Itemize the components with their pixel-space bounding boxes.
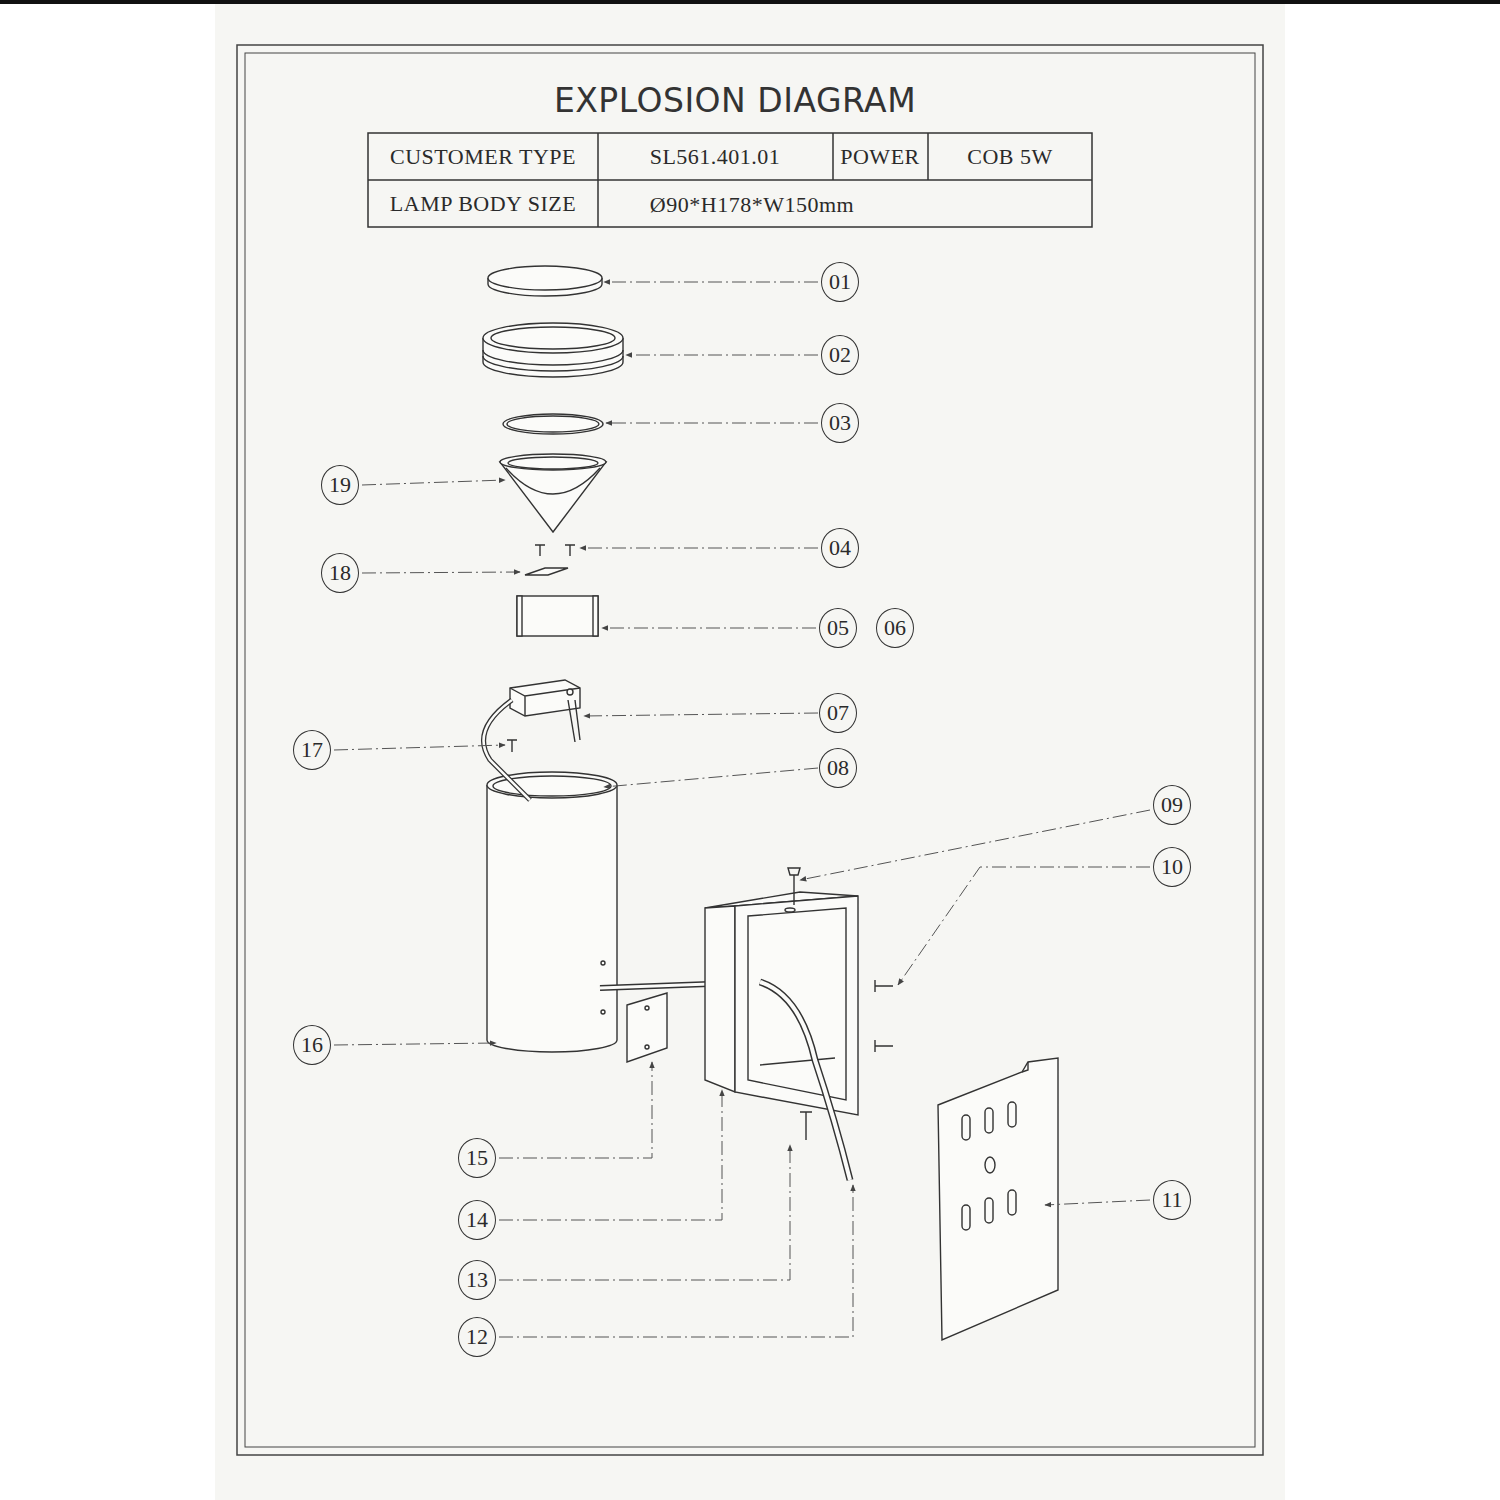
table-cell: POWER: [840, 144, 920, 170]
callout-number: 12: [458, 1317, 496, 1357]
callout-number: 05: [819, 608, 857, 648]
callout-number: 11: [1153, 1180, 1191, 1220]
callout-number: 09: [1153, 785, 1191, 825]
callout-number: 03: [821, 403, 859, 443]
callout-number: 10: [1153, 847, 1191, 887]
callout-number: 01: [821, 262, 859, 302]
callout-number: 13: [458, 1260, 496, 1300]
callout-number: 18: [321, 553, 359, 593]
table-cell: Ø90*H178*W150mm: [650, 192, 854, 218]
callout-number: 17: [293, 730, 331, 770]
callout-number: 07: [819, 693, 857, 733]
diagram-title: EXPLOSION DIAGRAM: [554, 81, 916, 120]
table-cell: COB 5W: [967, 144, 1053, 170]
table-cell: CUSTOMER TYPE: [390, 144, 576, 170]
callout-number: 19: [321, 465, 359, 505]
callout-number: 02: [821, 335, 859, 375]
callout-number: 14: [458, 1200, 496, 1240]
table-cell: SL561.401.01: [650, 144, 781, 170]
callout-number: 08: [819, 748, 857, 788]
callout-number: 15: [458, 1138, 496, 1178]
callout-number: 16: [293, 1025, 331, 1065]
callout-number: 06: [876, 608, 914, 648]
callout-number: 04: [821, 528, 859, 568]
table-cell: LAMP BODY SIZE: [390, 191, 576, 217]
